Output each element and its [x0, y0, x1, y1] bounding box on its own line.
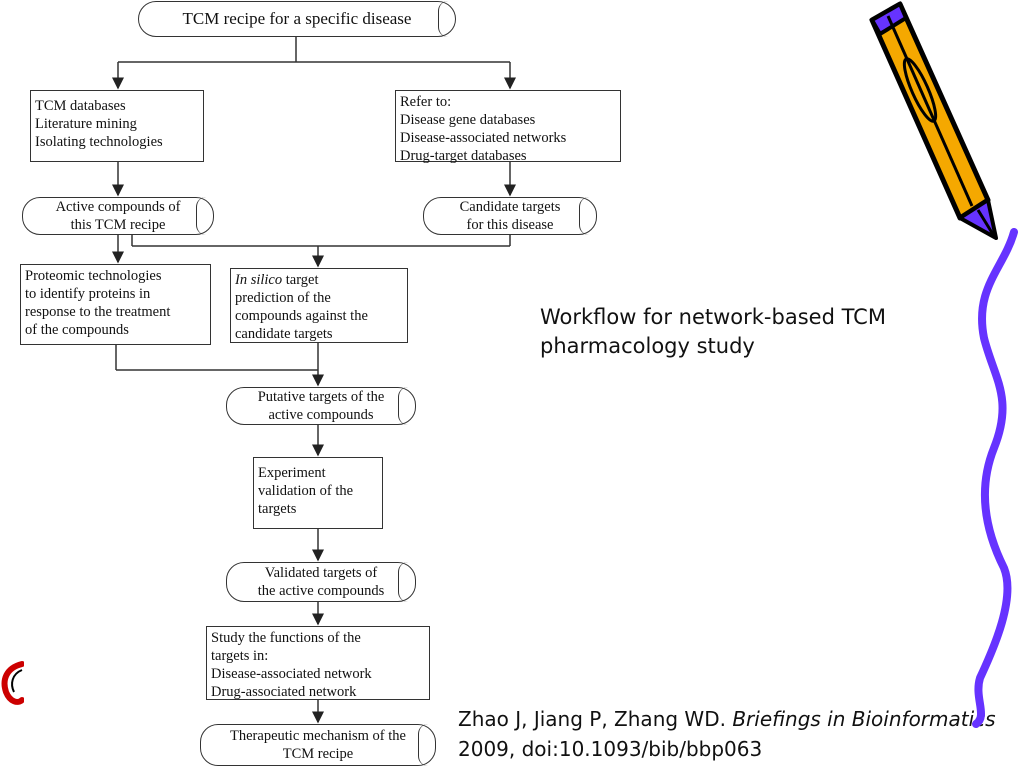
putative-targets-node: Putative targets of the active compounds	[226, 387, 416, 425]
study-functions-line: targets in:	[211, 648, 269, 664]
therapeutic-line: TCM recipe	[282, 746, 354, 762]
squiggle-border	[972, 228, 1018, 728]
in-silico-line: compounds against the	[235, 308, 368, 324]
in-silico-node: In silico target prediction of the compo…	[230, 268, 408, 343]
study-functions-line: Disease-associated network	[211, 666, 372, 682]
refer-to-line: Disease gene databases	[400, 112, 536, 128]
tcm-sources-line: Isolating technologies	[35, 134, 163, 150]
active-compounds-line: this TCM recipe	[70, 217, 166, 233]
recipe-node: TCM recipe for a specific disease	[138, 1, 456, 37]
proteomic-line: Proteomic technologies	[25, 268, 162, 284]
in-silico-line: candidate targets	[235, 326, 333, 342]
citation-authors: Zhao J, Jiang P, Zhang WD.	[458, 707, 733, 731]
experiment-node: Experiment validation of the targets	[253, 457, 383, 529]
in-silico-line: prediction of the	[235, 290, 331, 306]
refer-to-line: Refer to:	[400, 94, 452, 110]
therapeutic-node: Therapeutic mechanism of the TCM recipe	[200, 724, 436, 766]
experiment-line: targets	[258, 501, 297, 517]
candidate-targets-node: Candidate targets for this disease	[423, 197, 597, 235]
validated-targets-line: the active compounds	[257, 583, 385, 599]
candidate-targets-line: for this disease	[466, 217, 554, 233]
citation-tail: 2009, doi:10.1093/bib/bbp063	[458, 737, 763, 761]
experiment-line: Experiment	[258, 465, 326, 481]
proteomic-line: to identify proteins in	[25, 286, 151, 302]
proteomic-node: Proteomic technologies to identify prote…	[20, 264, 211, 345]
active-compounds-node: Active compounds of this TCM recipe	[22, 197, 214, 235]
experiment-line: validation of the	[258, 483, 354, 499]
study-functions-line: Study the functions of the	[211, 630, 361, 646]
in-silico-italic: In silico	[235, 272, 283, 288]
candidate-targets-line: Candidate targets	[459, 199, 561, 215]
corner-mark-icon	[1, 661, 24, 705]
putative-targets-line: Putative targets of the	[257, 389, 385, 405]
figure-caption: Workflow for network-based TCM pharmacol…	[540, 305, 886, 358]
study-functions-node: Study the functions of the targets in: D…	[206, 626, 430, 700]
therapeutic-line: Therapeutic mechanism of the	[230, 728, 406, 744]
proteomic-line: response to the treatment	[25, 304, 171, 320]
recipe-label: TCM recipe for a specific disease	[182, 9, 412, 28]
in-silico-first-line: In silico target	[235, 271, 403, 289]
proteomic-line: of the compounds	[25, 322, 129, 338]
in-silico-rest: target	[282, 272, 319, 288]
tcm-sources-line: TCM databases	[35, 98, 126, 114]
active-compounds-line: Active compounds of	[55, 199, 181, 215]
study-functions-line: Drug-associated network	[211, 684, 357, 700]
refer-to-line: Drug-target databases	[400, 148, 527, 164]
pencil-icon	[869, 1, 998, 240]
putative-targets-line: active compounds	[268, 407, 374, 423]
citation-journal: Briefings in Bioinformatics	[732, 707, 996, 731]
tcm-sources-node: TCM databases Literature mining Isolatin…	[30, 90, 204, 162]
refer-to-line: Disease-associated networks	[400, 130, 567, 146]
validated-targets-node: Validated targets of the active compound…	[226, 562, 416, 602]
refer-to-node: Refer to: Disease gene databases Disease…	[395, 90, 621, 164]
tcm-sources-line: Literature mining	[35, 116, 137, 132]
validated-targets-line: Validated targets of	[264, 565, 378, 581]
citation: Zhao J, Jiang P, Zhang WD. Briefings in …	[458, 704, 1018, 764]
